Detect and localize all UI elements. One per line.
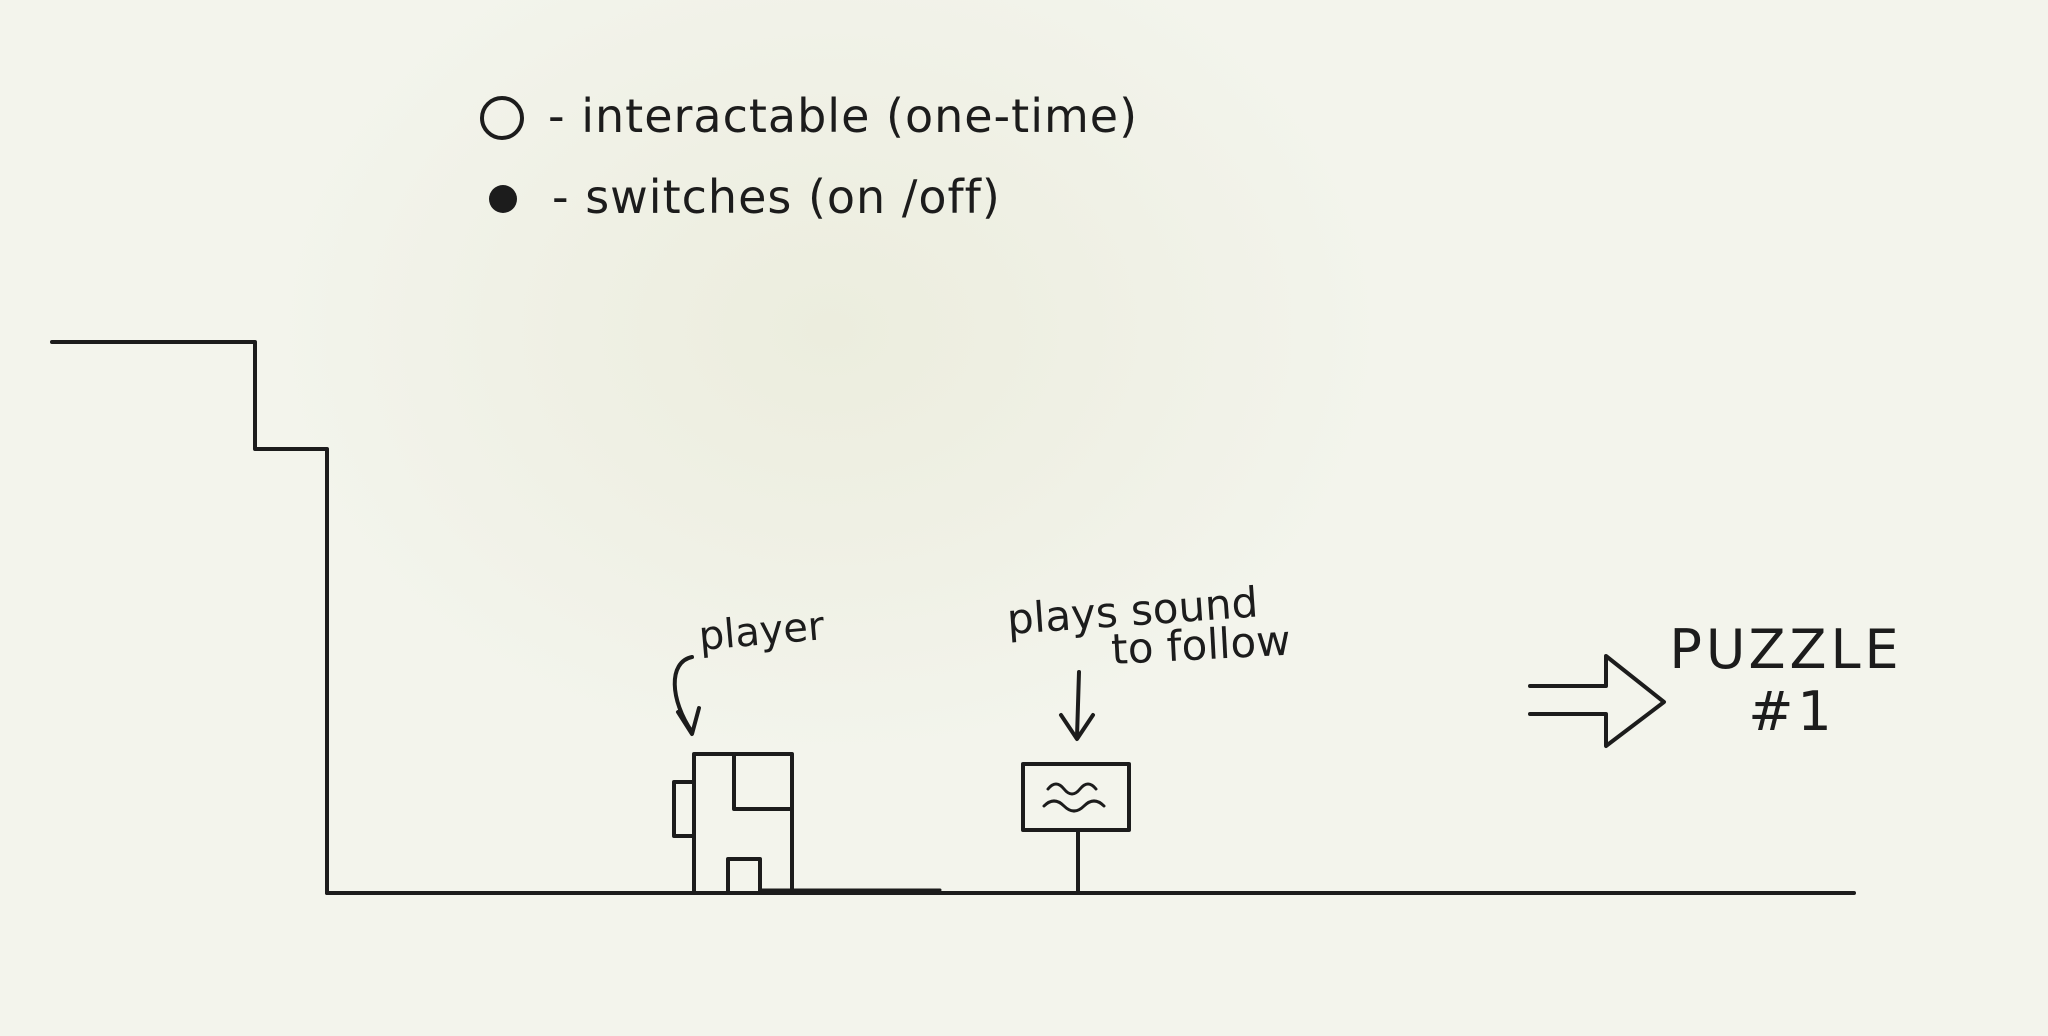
sign-label-line2: to follow [1110, 616, 1292, 674]
terrain [50, 340, 1856, 895]
legend-interactable-text: - interactable (one-time) [548, 89, 1138, 143]
stepped-ledge [50, 340, 329, 895]
puzzle-number: #1 [1748, 680, 1836, 743]
next-arrow-icon [1528, 654, 1666, 748]
sound-sign [1021, 762, 1131, 895]
switch-symbol-icon [489, 185, 517, 213]
sign-arrow-icon [1059, 670, 1095, 741]
legend-switch-text: - switches (on /off) [552, 170, 1001, 224]
sound-wave-icon [1042, 782, 1106, 813]
puzzle-title: PUZZLE [1669, 618, 1902, 681]
player-label: player [697, 603, 827, 660]
legend: - interactable (one-time) - switches (on… [480, 89, 1138, 224]
player-arrow-icon [672, 655, 701, 736]
interactable-symbol-icon [480, 96, 524, 140]
player-figure [672, 752, 794, 895]
